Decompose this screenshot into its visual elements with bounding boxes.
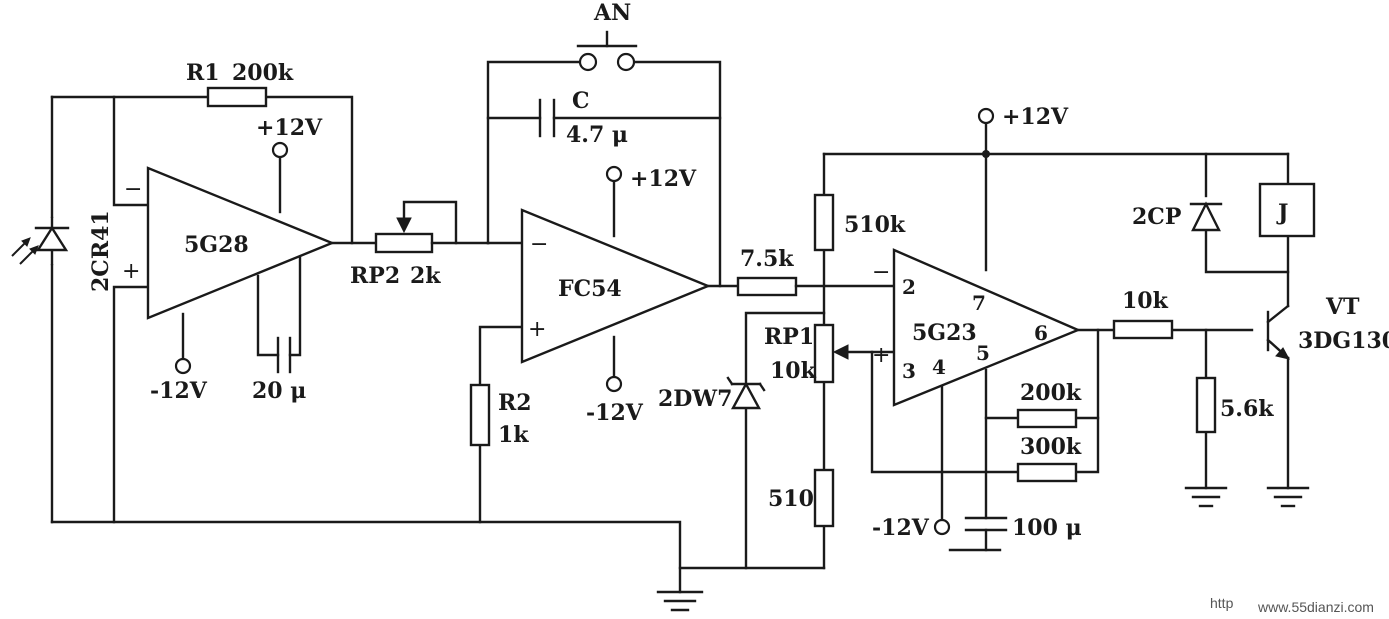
capacitor-20u [276, 336, 292, 374]
label-op2-supply-neg: -12V [586, 400, 644, 426]
label-r-10k: 10k [1122, 288, 1169, 314]
label-r-75: 7.5k [740, 246, 794, 272]
label-r1: R1 [186, 60, 220, 86]
photodiode-2cr41 [11, 216, 70, 266]
label-cap-20: 20 μ [252, 378, 306, 404]
terminal-op3-neg [933, 518, 951, 536]
resistor-r1 [206, 86, 268, 108]
switch-an [576, 30, 638, 72]
terminal-op2-neg [605, 375, 623, 393]
opamp-5g28 [146, 166, 336, 320]
capacitor-c [538, 98, 556, 138]
opamp-fc54 [520, 208, 712, 364]
terminal-op1-neg [174, 357, 192, 375]
label-r-56k: 5.6k [1220, 396, 1274, 422]
label-op2: FC54 [558, 276, 622, 302]
label-rp2: RP2 [350, 263, 400, 289]
pin-op3-5: 5 [976, 341, 990, 365]
label-r-510: 510 [768, 486, 814, 512]
label-op3-supply-pos: +12V [1002, 104, 1069, 130]
pin-op3-6: 6 [1034, 321, 1048, 345]
stage2-wiring [478, 60, 740, 524]
label-r-300k: 300k [1020, 434, 1082, 460]
pin-op3-plus: + [872, 343, 890, 368]
pin-op1-minus: − [124, 177, 142, 202]
resistor-510k [813, 193, 835, 252]
label-r2-value: 1k [498, 422, 529, 448]
opamp-5g23 [892, 248, 1082, 407]
label-transistor: VT [1325, 294, 1360, 320]
terminal-op2-pos [605, 165, 623, 183]
pin-op3-2: 2 [902, 275, 916, 299]
output-wiring [1204, 152, 1290, 490]
label-r-510k: 510k [844, 212, 906, 238]
terminal-op3-pos [977, 107, 995, 125]
potentiometer-rp1 [813, 323, 849, 384]
label-op2-supply-pos: +12V [630, 166, 697, 192]
relay-j [1258, 182, 1316, 238]
pin-op1-plus: + [122, 259, 140, 284]
label-r1-value: 200k [232, 60, 294, 86]
label-transistor-type: 3DG130 [1298, 328, 1389, 354]
watermark-site: www.55dianzi.com [1257, 599, 1374, 615]
label-op1: 5G28 [184, 232, 249, 258]
label-r-200k: 200k [1020, 380, 1082, 406]
pin-op3-3: 3 [902, 359, 916, 383]
potentiometer-rp2 [374, 200, 490, 254]
transistor-vt [1266, 304, 1290, 360]
label-rp1-value: 10k [770, 358, 817, 384]
watermark-prefix: http [1210, 595, 1234, 611]
pin-op3-4: 4 [932, 355, 946, 379]
label-relay: J [1276, 200, 1288, 226]
label-switch: AN [593, 0, 631, 26]
junction-12v [982, 150, 990, 158]
label-rp2-value: 2k [410, 263, 441, 289]
pin-op3-minus: − [872, 260, 890, 285]
label-cap-c: C [572, 88, 590, 114]
label-photodiode: 2CR41 [88, 210, 114, 292]
label-rp1: RP1 [764, 324, 814, 350]
resistor-r2 [469, 383, 491, 447]
stage3-wiring [678, 122, 1290, 570]
ground-symbols [656, 486, 1310, 612]
resistor-10k [1112, 319, 1174, 340]
capacitor-100u [964, 516, 1008, 532]
pin-op3-7: 7 [972, 291, 986, 315]
stage1-wiring [50, 95, 682, 594]
label-zener: 2DW7 [658, 386, 732, 412]
label-op3: 5G23 [912, 320, 977, 346]
label-cap-100: 100 μ [1012, 515, 1082, 541]
label-op3-supply-neg: -12V [872, 515, 930, 541]
resistor-5.6k [1195, 376, 1217, 434]
label-cap-c-value: 4.7 μ [566, 122, 628, 148]
resistor-510 [813, 468, 835, 528]
diode-2cp [1189, 201, 1223, 232]
terminal-op1-pos [271, 141, 289, 159]
label-op1-supply-pos: +12V [256, 115, 323, 141]
label-diode-2cp: 2CP [1132, 204, 1181, 230]
resistor-200k [1016, 408, 1078, 429]
zener-2dw7 [726, 376, 766, 410]
resistor-300k [1016, 462, 1078, 483]
pin-op2-minus: − [530, 232, 548, 257]
pin-op2-plus: + [528, 317, 546, 342]
label-r2: R2 [498, 390, 532, 416]
label-op1-supply-neg: -12V [150, 378, 208, 404]
